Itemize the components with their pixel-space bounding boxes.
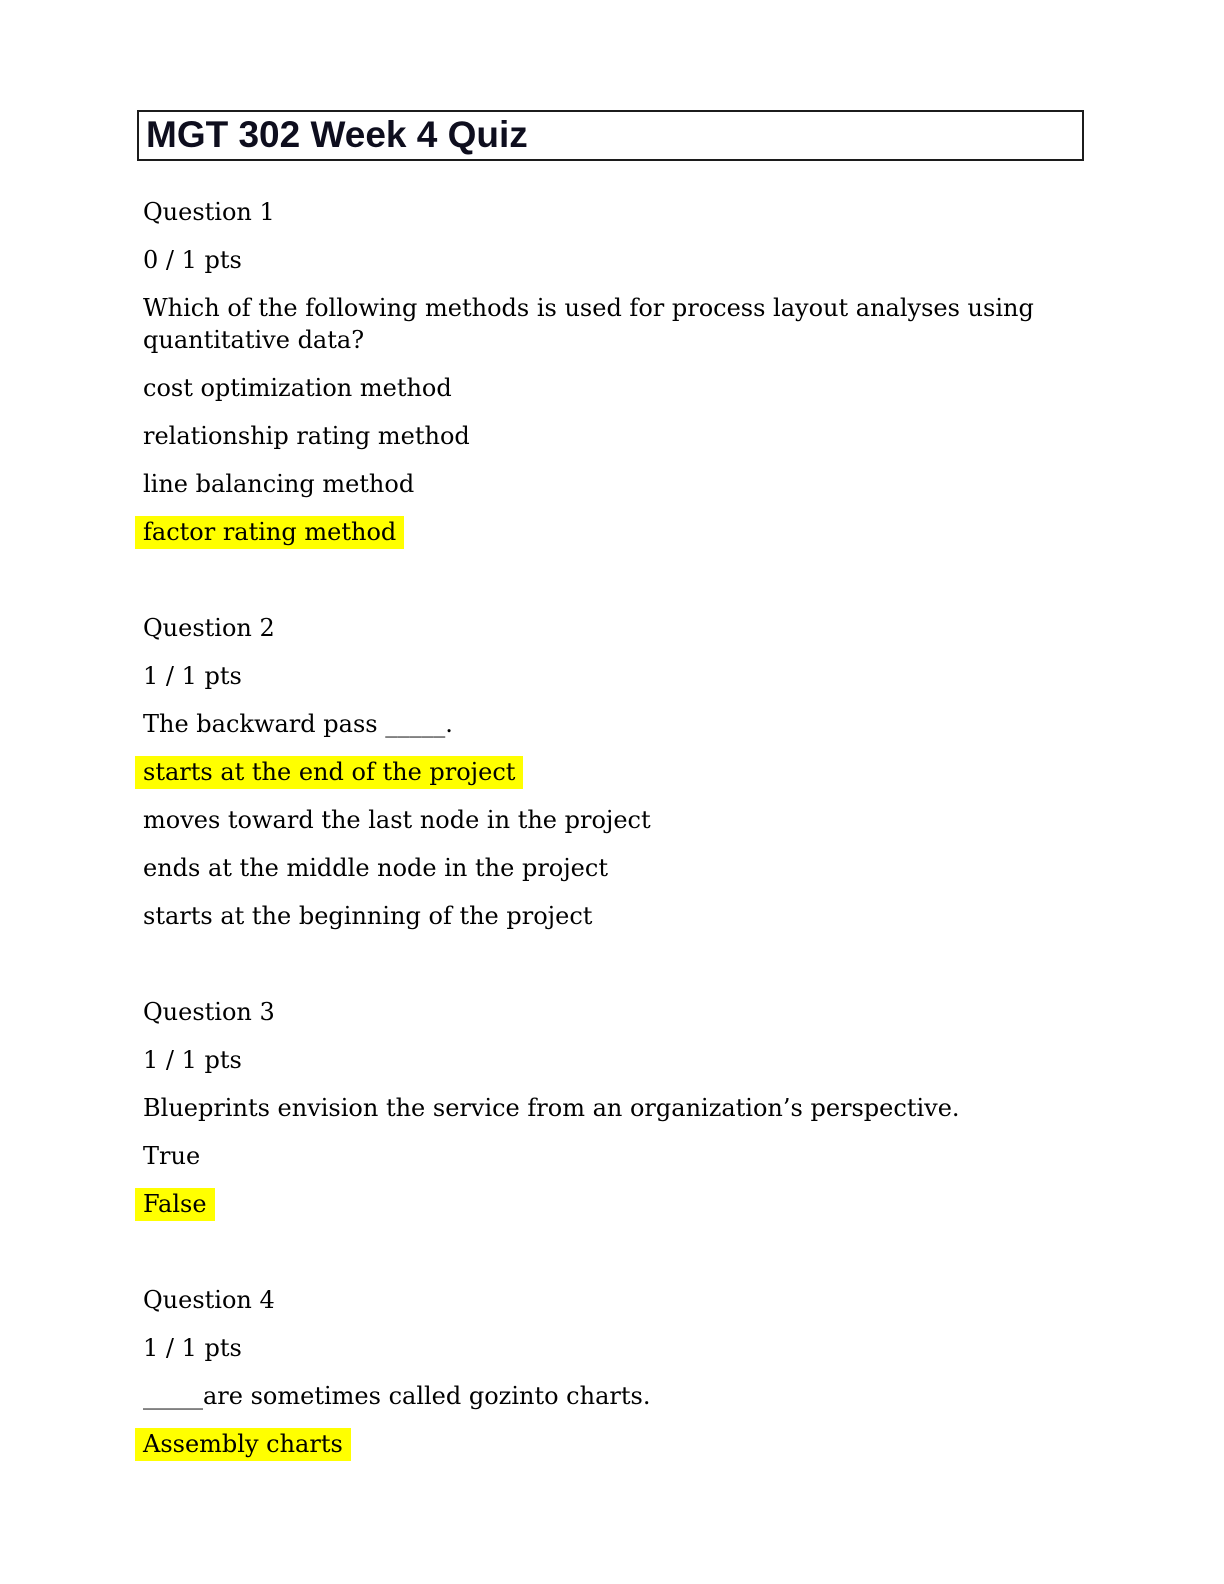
- answer-option: ends at the middle node in the project: [143, 852, 1083, 884]
- answer-option-text: starts at the beginning of the project: [143, 902, 593, 930]
- answer-option-highlighted: Assembly charts: [135, 1428, 1083, 1461]
- question-block-1: Question 1 0 / 1 pts Which of the follow…: [135, 196, 1083, 549]
- quiz-content: Question 1 0 / 1 pts Which of the follow…: [135, 196, 1083, 1476]
- answer-option-highlighted: False: [135, 1188, 1083, 1221]
- question-points: 1 / 1 pts: [143, 1046, 242, 1074]
- question-points: 0 / 1 pts: [143, 246, 242, 274]
- quiz-title-box: MGT 302 Week 4 Quiz: [137, 110, 1084, 161]
- answer-option: relationship rating method: [143, 420, 1083, 452]
- question-label: Question 1: [143, 198, 275, 226]
- answer-option-text: ends at the middle node in the project: [143, 854, 608, 882]
- answer-option-text: factor rating method: [135, 516, 405, 549]
- question-block-4: Question 4 1 / 1 pts _____are sometimes …: [135, 1236, 1083, 1461]
- answer-option-text: relationship rating method: [143, 422, 470, 450]
- question-label: Question 3: [143, 998, 275, 1026]
- answer-option: line balancing method: [143, 468, 1083, 500]
- answer-option-highlighted: factor rating method: [135, 516, 1083, 549]
- question-points: 1 / 1 pts: [143, 662, 242, 690]
- answer-option-highlighted: starts at the end of the project: [135, 756, 1083, 789]
- answer-option-text: starts at the end of the project: [135, 756, 524, 789]
- question-block-2: Question 2 1 / 1 pts The backward pass _…: [135, 564, 1083, 932]
- question-block-3: Question 3 1 / 1 pts Blueprints envision…: [135, 948, 1083, 1221]
- answer-option: moves toward the last node in the projec…: [143, 804, 1083, 836]
- answer-option-text: cost optimization method: [143, 374, 452, 402]
- question-stem: _____are sometimes called gozinto charts…: [143, 1382, 651, 1410]
- question-points: 1 / 1 pts: [143, 1334, 242, 1362]
- answer-option: cost optimization method: [143, 372, 1083, 404]
- question-stem: Which of the following methods is used f…: [143, 294, 1034, 354]
- question-label: Question 4: [143, 1286, 275, 1314]
- question-stem: Blueprints envision the service from an …: [143, 1094, 960, 1122]
- answer-option-text: Assembly charts: [135, 1428, 351, 1461]
- question-stem: The backward pass _____.: [143, 710, 453, 738]
- answer-option-text: line balancing method: [143, 470, 415, 498]
- answer-option: True: [143, 1140, 1083, 1172]
- answer-option-text: False: [135, 1188, 215, 1221]
- answer-option-text: True: [143, 1142, 201, 1170]
- question-label: Question 2: [143, 614, 275, 642]
- answer-option-text: moves toward the last node in the projec…: [143, 806, 651, 834]
- page-title: MGT 302 Week 4 Quiz: [146, 114, 528, 155]
- answer-option: starts at the beginning of the project: [143, 900, 1083, 932]
